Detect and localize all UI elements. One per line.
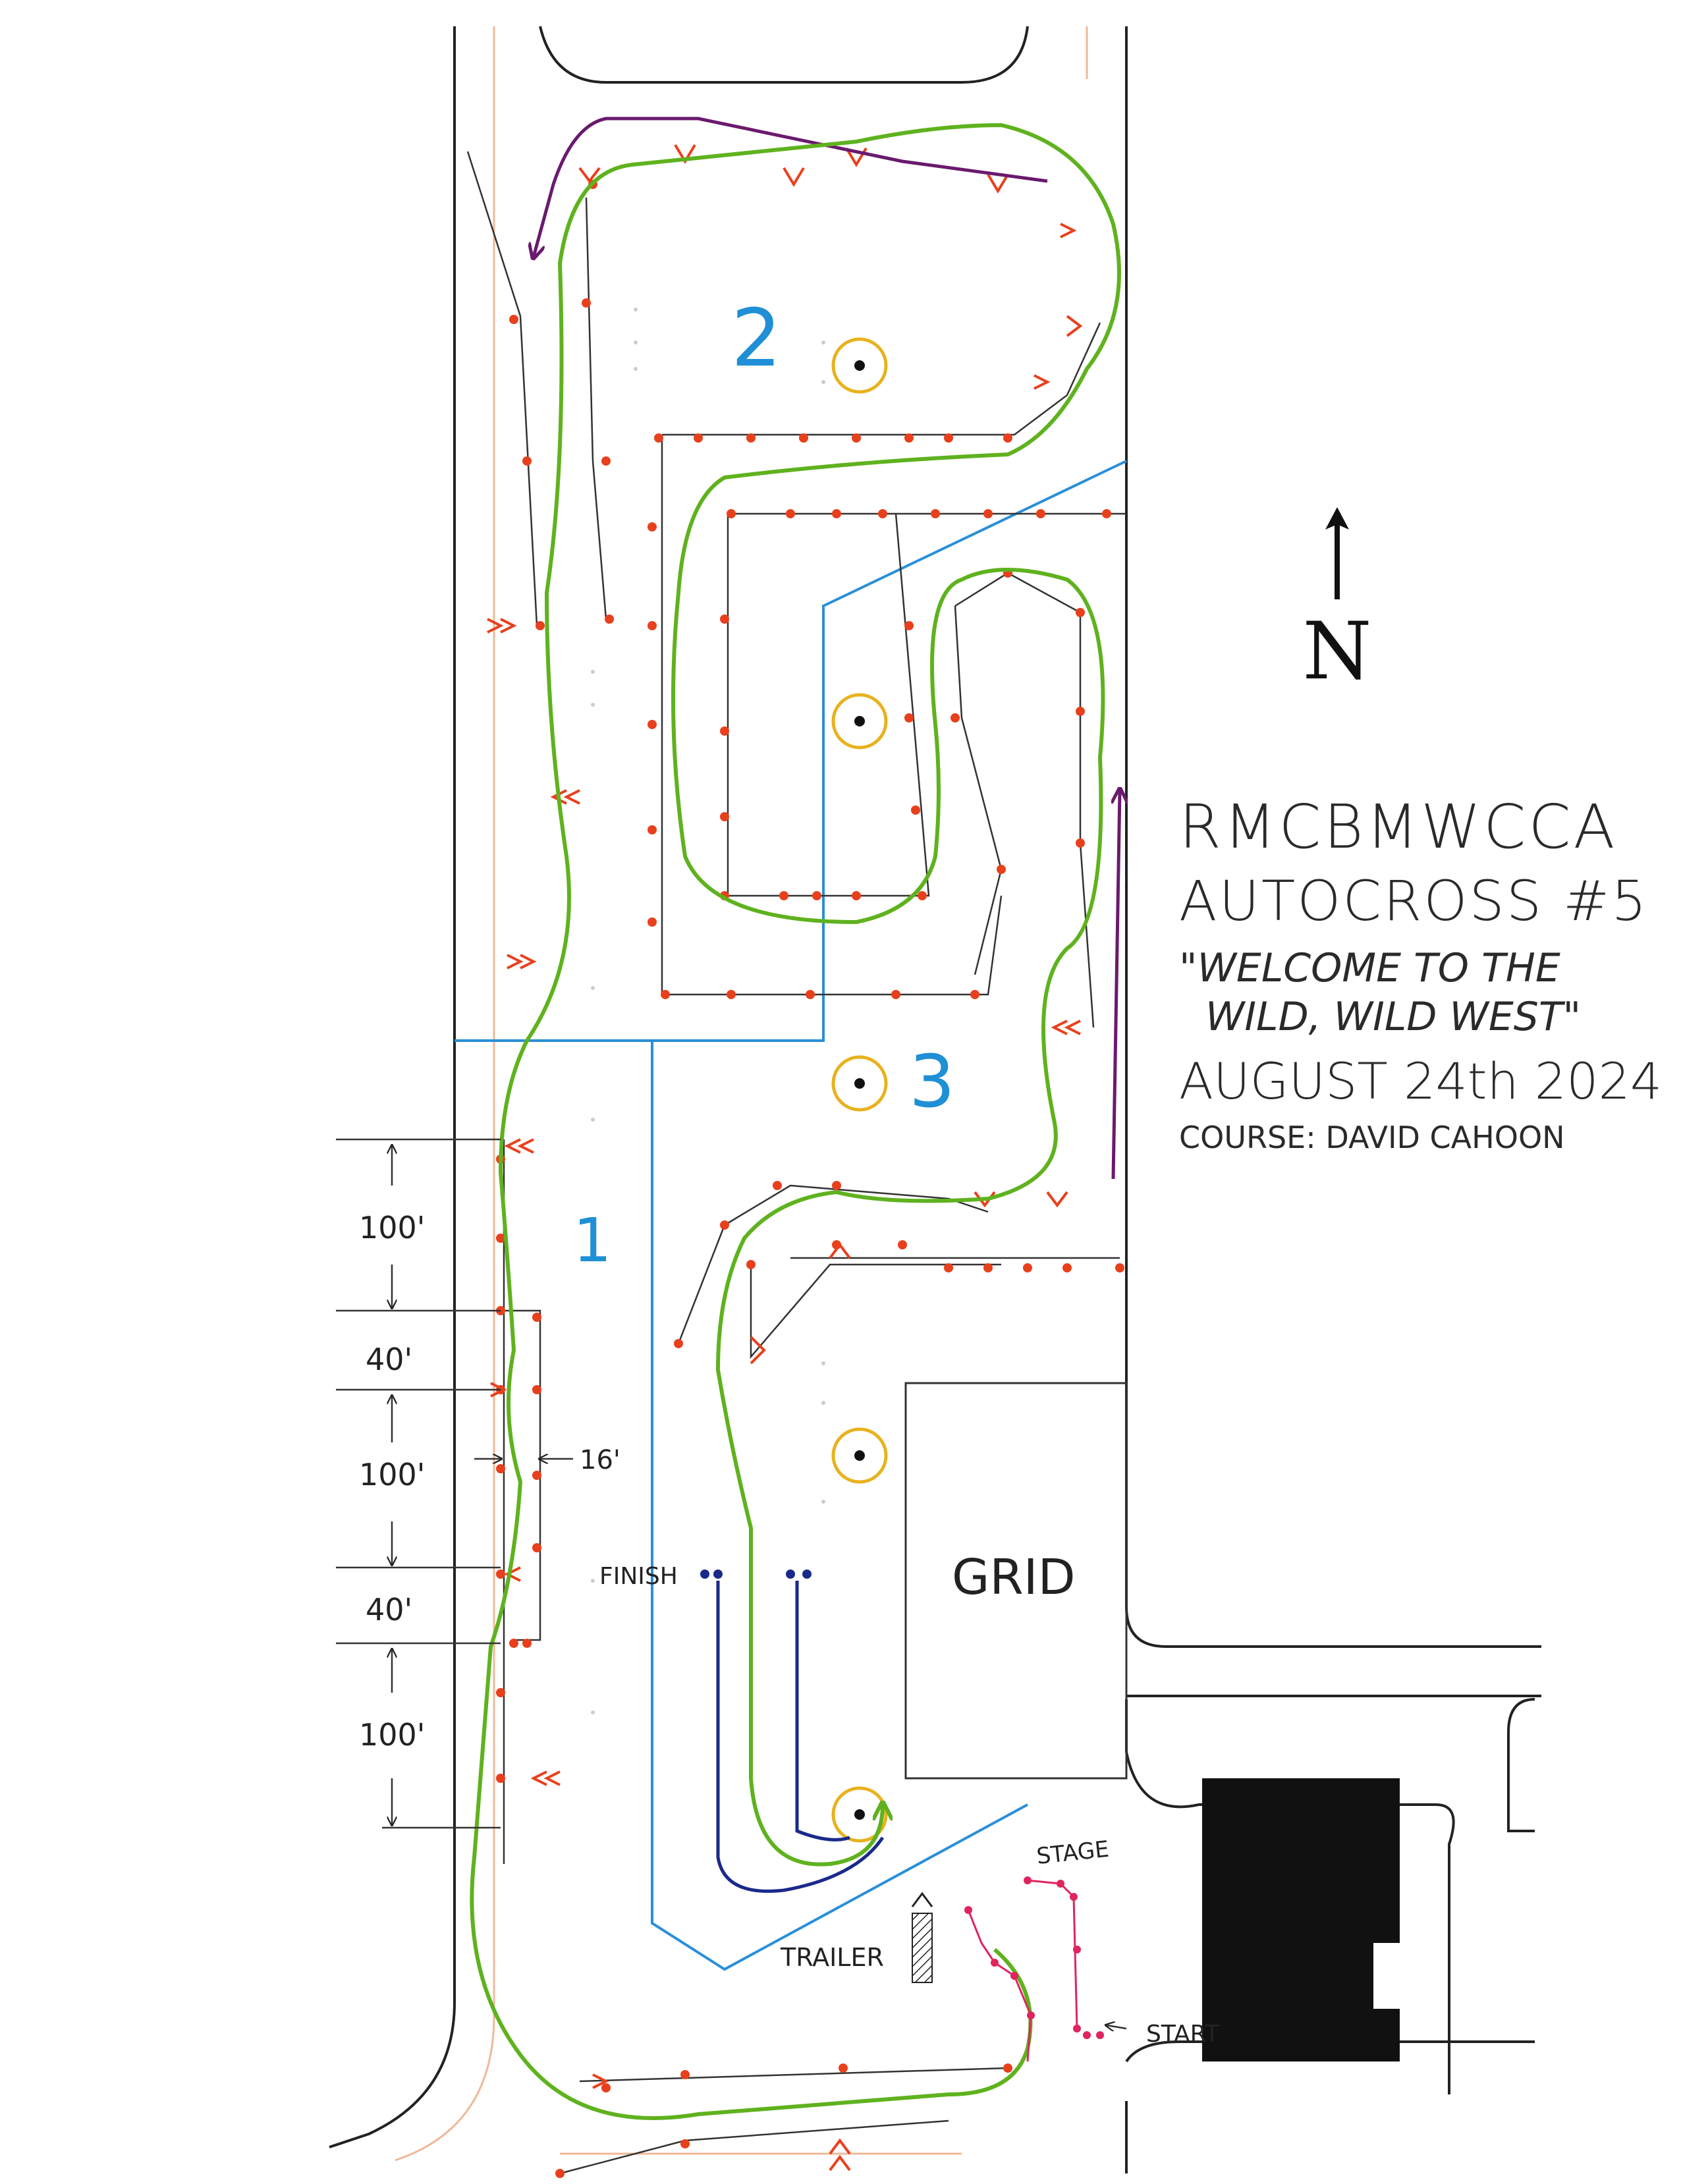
slalom-box [503,1139,541,1864]
event-name: AUTOCROSS #5 [1179,869,1649,933]
dimension-40-bottom: 40' [366,1592,412,1627]
sector-dividers [455,460,1127,1971]
building [1202,1778,1400,2061]
pylon [831,1427,888,1484]
sector-label-2: 2 [731,293,781,385]
club-name: RMCBMWCCA [1179,792,1618,862]
dimension-40-top: 40' [366,1342,412,1377]
staging-area [967,1879,1078,2062]
return-path [534,117,1120,1180]
building-lot-outline [1125,1699,1455,2094]
east-driveway-south [1125,2040,1535,2063]
north-indicator: N [1301,507,1373,692]
event-date: AUGUST 24th 2024 [1179,1052,1663,1110]
trailer-label: TRAILER [780,1943,884,1972]
west-lot-edge [329,26,456,2148]
gate-chevrons [487,144,1083,2171]
pylon [831,693,888,750]
pylon [831,1055,888,1112]
sector-label-1: 1 [573,1205,612,1276]
finish-markers [700,1570,812,1579]
building-cutout [1373,1943,1406,2009]
staging-cones [964,1876,1104,2039]
title-block: RMCBMWCCA AUTOCROSS #5 "WELCOME TO THE W… [1179,792,1663,1155]
north-arrow-icon [1325,507,1349,599]
cones [496,180,1124,2178]
dimension-16: 16' [580,1445,620,1475]
driving-line [470,123,1121,2120]
pylon [831,337,888,394]
building-lot-east [1507,1698,1535,1832]
course-credit: COURSE: DAVID CAHOON [1179,1120,1565,1155]
finish-chute [716,1581,885,1893]
finish-label: FINISH [599,1563,678,1590]
stage-label: STAGE [1035,1836,1111,1870]
sector-label-3: 3 [909,1039,955,1124]
lot-edge-marking [395,26,1088,2162]
dimension-markers [336,1138,1127,2029]
north-island [539,26,1029,84]
course-lines [466,151,1126,2175]
trailer [911,1892,933,1983]
dimension-100-top: 100' [359,1210,425,1245]
start-label: START [1146,2021,1220,2048]
dot-grid [591,308,825,1714]
grid-label: GRID [952,1549,1076,1606]
dimension-100-middle: 100' [359,1457,425,1492]
theme-line-2: WILD, WILD WEST" [1205,994,1582,1040]
grid-area [904,1382,1128,1780]
theme-line-1: "WELCOME TO THE [1179,945,1560,991]
pylons [831,337,888,1843]
dimension-100-bottom: 100' [359,1717,425,1753]
north-label: N [1302,606,1372,697]
